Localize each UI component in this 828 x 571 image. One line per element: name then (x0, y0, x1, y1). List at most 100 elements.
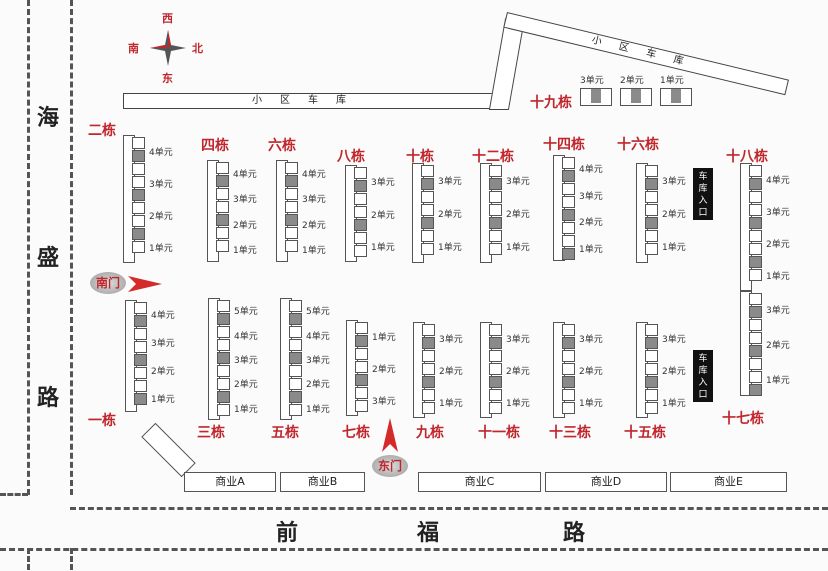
apartment-cell (132, 137, 145, 149)
unit-label[interactable]: 2单元 (506, 367, 530, 377)
unit-label[interactable]: 2单元 (579, 367, 603, 377)
apartment-cell (645, 389, 658, 401)
unit-label[interactable]: 3单元 (506, 335, 530, 345)
unit-label[interactable]: 4单元 (306, 331, 330, 342)
unit-label[interactable]: 3单元 (151, 339, 175, 349)
unit-label[interactable]: 3单元 (662, 335, 686, 345)
unit-label[interactable]: 2单元 (662, 210, 686, 220)
unit-label[interactable]: 3单元 (306, 356, 330, 366)
apartment-cell (217, 378, 230, 390)
unit-label[interactable]: 2单元 (372, 365, 396, 375)
garage-angled: 小区车库 (503, 12, 789, 96)
unit-label[interactable]: 3单元 (579, 191, 603, 202)
unit-label[interactable]: 1单元 (506, 243, 530, 254)
unit-label[interactable]: 1单元 (766, 272, 790, 282)
unit-label[interactable]: 1单元 (149, 244, 173, 254)
unit-label[interactable]: 1单元 (579, 244, 603, 255)
unit-label[interactable]: 2单元 (151, 367, 175, 377)
unit-label[interactable]: 3单元 (233, 195, 257, 206)
shop-d[interactable]: 商业D (545, 472, 667, 492)
unit-label[interactable]: 4单元 (579, 165, 603, 176)
unit-label[interactable]: 2单元 (766, 240, 790, 250)
building-label: 十二栋 (472, 149, 514, 165)
unit-label[interactable]: 3单元 (766, 208, 790, 218)
unit-label[interactable]: 4单元 (233, 169, 257, 180)
unit-label[interactable]: 3单元 (371, 178, 395, 189)
unit-label[interactable]: 1单元 (151, 395, 175, 405)
unit-label[interactable]: 2单元 (438, 210, 462, 220)
unit-label[interactable]: 2单元 (579, 218, 603, 229)
unit-label[interactable]: 2单元 (662, 367, 686, 377)
unit-label[interactable]: 1单元 (233, 246, 257, 257)
unit-label[interactable]: 1单元 (234, 404, 258, 415)
unit-label[interactable]: 1单元 (371, 242, 395, 253)
apartment-cell (355, 374, 368, 386)
garage-top: 小区车库 (123, 93, 493, 109)
shop-a[interactable]: 商业A (184, 472, 276, 492)
shop-b[interactable]: 商业B (280, 472, 365, 492)
unit-label[interactable]: 3单元 (766, 305, 790, 316)
unit-label[interactable]: 3单元 (234, 356, 258, 366)
unit-label[interactable]: 2单元 (149, 212, 173, 222)
unit-label[interactable]: 1单元 (579, 399, 603, 409)
garage-entrance[interactable]: 车库入口 (693, 350, 713, 402)
unit-label[interactable]: 2单元 (506, 210, 530, 220)
unit-label[interactable]: 2单元 (306, 380, 330, 391)
unit-label[interactable]: 5单元 (234, 307, 258, 318)
unit-label[interactable]: 4单元 (149, 148, 173, 158)
unit-label[interactable]: 1单元 (306, 404, 330, 415)
apartment-cell (562, 337, 575, 349)
unit-label[interactable]: 4单元 (766, 176, 790, 186)
south-gate[interactable]: 南门 (90, 272, 126, 294)
unit-label[interactable]: 2单元 (439, 367, 463, 377)
shop-c[interactable]: 商业C (418, 472, 541, 492)
unit-label[interactable]: 1单元 (438, 243, 462, 254)
apartment-cell (421, 165, 434, 177)
unit-label[interactable]: 3单元 (662, 176, 686, 187)
east-gate[interactable]: 东门 (372, 455, 408, 477)
unit-label[interactable]: 3单元 (302, 195, 326, 206)
unit-label[interactable]: 4单元 (151, 311, 175, 321)
unit-label[interactable]: 1单元 (302, 246, 326, 257)
unit-label[interactable]: 2单元 (233, 220, 257, 231)
unit-label[interactable]: 1单元 (662, 399, 686, 409)
unit-label[interactable]: 4单元 (302, 169, 326, 180)
apartment-cell (355, 387, 368, 399)
unit-label[interactable]: 3单元 (149, 180, 173, 190)
garage-connector (488, 18, 526, 110)
unit-label[interactable]: 1单元 (662, 243, 686, 254)
unit-label[interactable]: 3单元 (438, 176, 462, 187)
apartment-cell (132, 228, 145, 240)
building-label: 一栋 (88, 413, 116, 429)
unit-label[interactable]: 2单元 (371, 210, 395, 221)
compass-east: 东 (162, 72, 173, 85)
apartment-cell (645, 178, 658, 190)
building-19-label: 十九栋 (530, 95, 572, 111)
shop-e[interactable]: 商业E (670, 472, 787, 492)
unit-label[interactable]: 1单元 (372, 333, 396, 343)
unit-label[interactable]: 3单元 (580, 76, 604, 86)
unit-label[interactable]: 3单元 (506, 176, 530, 187)
unit-label[interactable]: 1单元 (766, 375, 790, 386)
apartment-cell (562, 248, 575, 260)
unit-label[interactable]: 1单元 (506, 399, 530, 409)
apartment-cell (421, 217, 434, 229)
unit-label[interactable]: 2单元 (620, 76, 644, 86)
corner-building (141, 422, 196, 478)
unit-label[interactable]: 2单元 (302, 220, 326, 231)
apartment-cell (134, 315, 147, 327)
apartment-cell (354, 167, 367, 179)
unit-label[interactable]: 2单元 (234, 380, 258, 391)
compass-icon (148, 28, 188, 68)
unit-label[interactable]: 3单元 (372, 397, 396, 407)
unit-label[interactable]: 3单元 (439, 335, 463, 345)
unit-label[interactable]: 2单元 (766, 340, 790, 351)
unit-label[interactable]: 1单元 (439, 399, 463, 409)
apartment-cell (285, 201, 298, 213)
garage-entrance[interactable]: 车库入口 (693, 168, 713, 220)
unit-label[interactable]: 5单元 (306, 307, 330, 318)
unit-label[interactable]: 4单元 (234, 331, 258, 342)
unit-label[interactable]: 1单元 (660, 76, 684, 86)
unit-label[interactable]: 3单元 (579, 335, 603, 345)
